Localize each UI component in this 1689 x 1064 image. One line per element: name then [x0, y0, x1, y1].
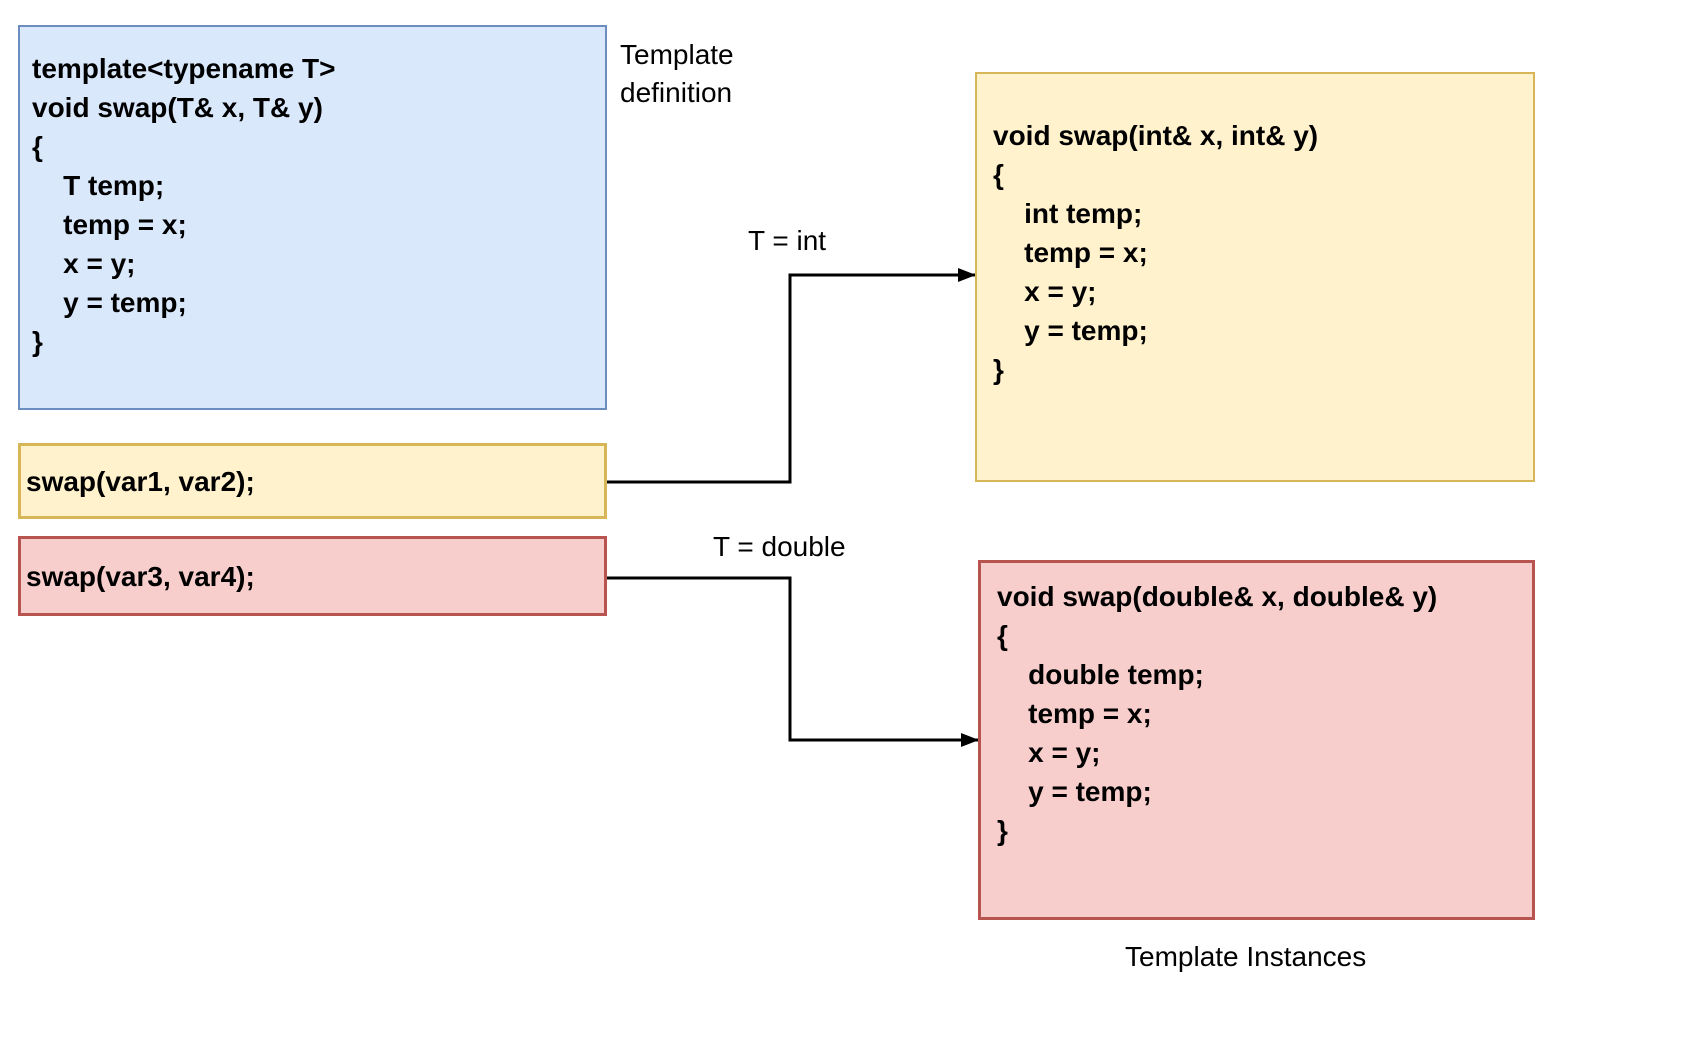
- call-int-box: swap(var1, var2);: [18, 443, 607, 519]
- instance-double-code: void swap(double& x, double& y) { double…: [997, 581, 1438, 846]
- arrow-t-int: [607, 268, 976, 484]
- template-instances-label: Template Instances: [1125, 941, 1367, 972]
- arrow-t-double: [607, 576, 979, 747]
- instance-int-code: void swap(int& x, int& y) { int temp; te…: [993, 120, 1319, 385]
- template-definition-code: template<typename T> void swap(T& x, T& …: [32, 53, 336, 357]
- t-int-label: T = int: [748, 225, 827, 256]
- instance-double-box: void swap(double& x, double& y) { double…: [978, 560, 1535, 920]
- template-definition-label: Template definition: [620, 39, 734, 108]
- instance-int-box: void swap(int& x, int& y) { int temp; te…: [975, 72, 1535, 482]
- call-double-code: swap(var3, var4);: [26, 560, 255, 592]
- template-definition-box: template<typename T> void swap(T& x, T& …: [18, 25, 607, 410]
- call-double-box: swap(var3, var4);: [18, 536, 607, 616]
- call-int-code: swap(var1, var2);: [26, 465, 255, 497]
- t-double-label: T = double: [713, 531, 846, 562]
